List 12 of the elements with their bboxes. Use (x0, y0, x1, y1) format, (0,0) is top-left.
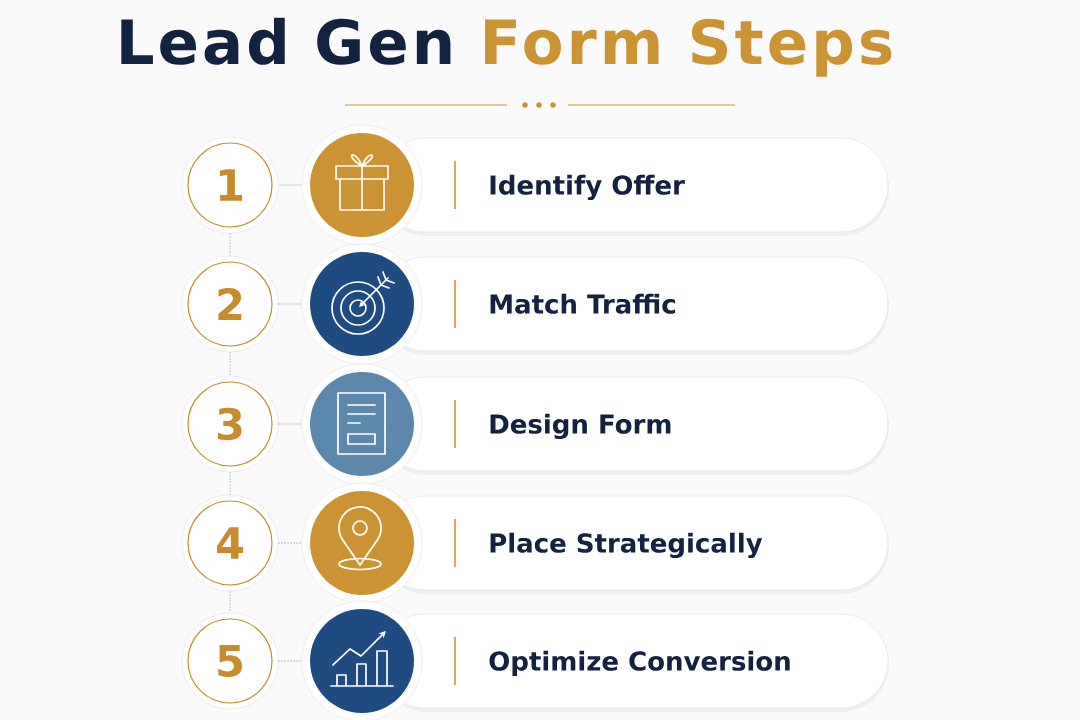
connector-line (229, 590, 231, 614)
icon-circle (301, 363, 423, 485)
connector-line (277, 542, 303, 544)
icon-circle (301, 482, 423, 604)
title: Lead Gen Form Steps (121, 17, 892, 77)
icon-circle (301, 124, 423, 246)
connector-line (277, 660, 303, 662)
connector-line (277, 423, 303, 425)
icon-circle (301, 600, 423, 720)
connector-line (229, 351, 231, 377)
connector-line (277, 303, 303, 305)
icon-circle (301, 243, 423, 365)
